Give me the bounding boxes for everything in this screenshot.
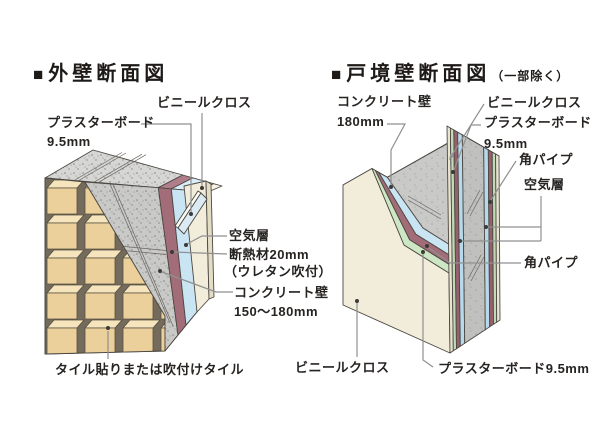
right-wall-illustration — [342, 125, 501, 354]
end-pipe-lines — [466, 189, 485, 282]
left-section-title: ■外壁断面図 — [33, 57, 168, 86]
leader-dots — [106, 170, 492, 330]
leader-left-insulation — [172, 251, 228, 255]
title-square-marker: ■ — [331, 65, 342, 84]
label-left-plasterboard: プラスターボード — [47, 115, 155, 130]
label-left-insulation: 断熱材20mm — [229, 247, 310, 262]
left-concrete-cut — [84, 181, 179, 352]
title-square-marker: ■ — [33, 65, 44, 84]
label-right-pipe-lower: 角パイプ — [524, 255, 579, 270]
label-right-concrete-size: 180mm — [337, 114, 385, 129]
leader-left-plasterboard — [141, 123, 192, 212]
leader-right-plasterboard-bottom — [422, 254, 434, 368]
leader-left-concrete — [161, 271, 233, 293]
label-right-concrete: コンクリート壁 — [337, 94, 432, 109]
label-left-vinyl: ビニールクロス — [157, 95, 252, 110]
left-cut-pipe-lines — [109, 183, 174, 327]
left-wall-illustration — [44, 149, 223, 355]
label-left-concrete: コンクリート壁 — [234, 285, 329, 300]
label-right-vinyl-bottom: ビニールクロス — [295, 360, 390, 375]
leader-right-pipe-upper — [490, 160, 517, 201]
label-left-insulation-note: （ウレタン吹付） — [224, 264, 333, 279]
label-right-plasterboard-top-size: 9.5mm — [484, 136, 528, 151]
label-left-tile: タイル貼りまたは吹付けタイル — [55, 362, 245, 377]
leader-right-plasterboard-top — [453, 124, 481, 171]
label-right-plasterboard-bottom: プラスターボード9.5mm — [438, 361, 590, 376]
label-right-plasterboard-top: プラスターボード — [484, 115, 592, 130]
right-concrete-front — [386, 143, 450, 245]
right-title-note: （一部除く） — [491, 69, 570, 83]
left-panel-edge — [205, 180, 215, 300]
left-title-text: 外壁断面図 — [48, 63, 169, 85]
right-title-text: 戸境壁断面図 — [346, 63, 491, 85]
label-right-air: 空気層 — [524, 177, 565, 192]
right-section-title: ■戸境壁断面図（一部除く） — [331, 57, 569, 86]
leader-right-concrete — [387, 123, 407, 186]
label-left-plasterboard-size: 9.5mm — [47, 134, 91, 149]
right-end-face — [446, 125, 501, 354]
leader-left-air — [186, 235, 227, 245]
label-left-air: 空気層 — [229, 228, 270, 243]
left-wall-bottom-edge — [164, 311, 198, 352]
leader-right-vinyl-top — [451, 103, 485, 156]
label-right-vinyl-top: ビニールクロス — [487, 95, 582, 110]
label-left-concrete-size: 150～180mm — [234, 304, 318, 319]
leader-arrowhead — [449, 153, 455, 160]
label-right-pipe-upper: 角パイプ — [519, 152, 574, 167]
end-vinyl-far — [495, 153, 501, 323]
leader-right-pipe-lower — [428, 247, 521, 264]
leader-lines — [106, 103, 542, 368]
left-top-pipe-lines — [73, 152, 147, 184]
left-top-face — [44, 149, 223, 193]
